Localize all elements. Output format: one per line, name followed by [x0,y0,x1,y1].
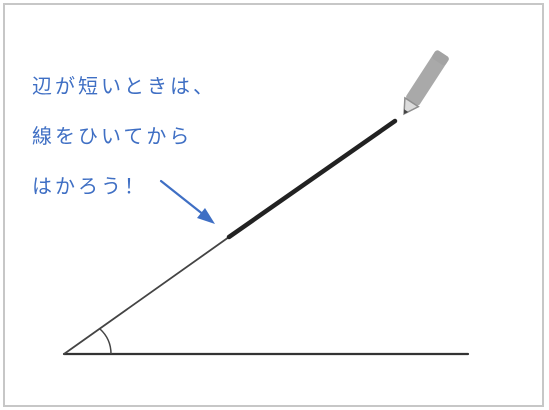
angle-short-side [63,236,230,355]
instruction-line-1: 辺が短いときは、 [32,74,216,98]
pencil-icon [403,50,449,116]
instruction-line-3: はかろう！ [32,174,147,198]
extended-side-line [226,118,398,240]
angle-arc [99,328,112,355]
instruction-line-2: 線をひいてから [32,124,193,148]
arrow-icon [159,179,215,224]
